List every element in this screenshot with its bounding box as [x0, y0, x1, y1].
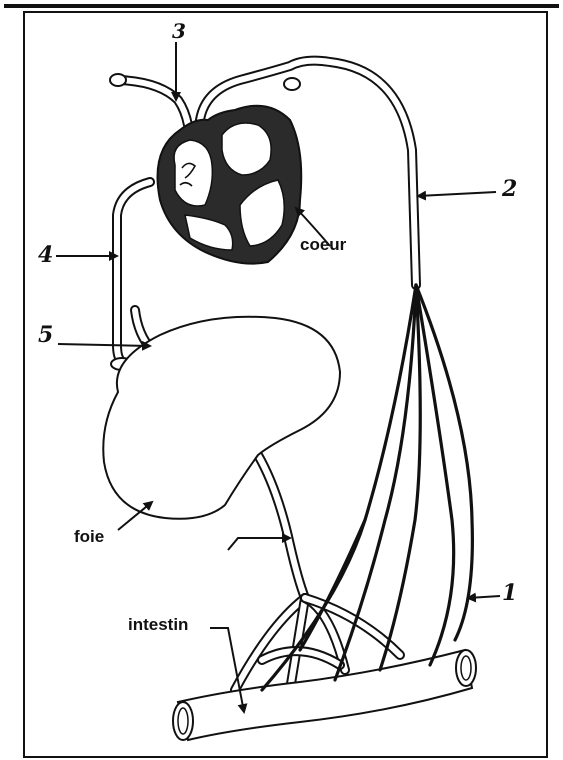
- label-1: 1: [502, 580, 517, 606]
- arrow-5: [58, 344, 150, 346]
- vessel-opening: [284, 78, 300, 90]
- label-3: 3: [172, 19, 186, 43]
- label-intestin: intestin: [128, 615, 188, 634]
- arrow-2: [418, 192, 496, 196]
- label-5: 5: [38, 322, 53, 348]
- liver: [103, 317, 340, 519]
- label-coeur: coeur: [300, 235, 347, 254]
- arrow-portal: [228, 538, 290, 550]
- label-2: 2: [501, 176, 517, 202]
- arrow-1: [468, 596, 500, 598]
- heart: [158, 106, 302, 264]
- label-foie: foie: [74, 527, 104, 546]
- label-4: 4: [38, 242, 53, 268]
- vessel-opening: [110, 74, 126, 86]
